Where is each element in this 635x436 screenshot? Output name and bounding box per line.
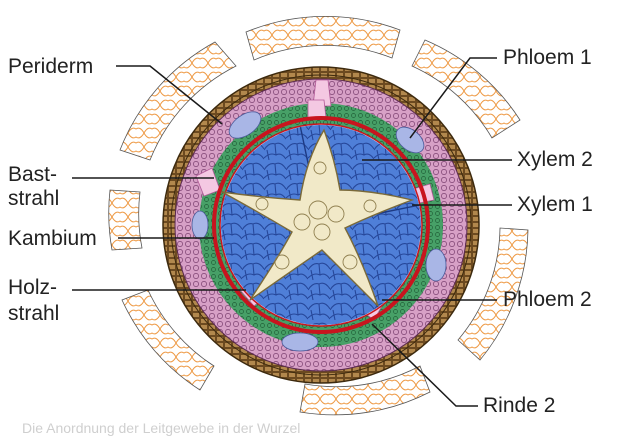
label-holzstrahl-2: strahl — [8, 302, 60, 325]
figure-caption: Die Anordnung der Leitgewebe in der Wurz… — [22, 420, 301, 436]
label-baststrahl-1: Bast- — [8, 163, 58, 186]
label-xylem2: Xylem 2 — [517, 148, 593, 171]
label-rinde2: Rinde 2 — [483, 394, 556, 417]
label-phloem1: Phloem 1 — [503, 46, 592, 69]
leader-lines — [72, 57, 512, 407]
label-holzstrahl-1: Holz- — [8, 276, 58, 299]
phloem1-pockets — [191, 111, 447, 352]
xylem1-star — [221, 128, 415, 307]
label-kambium: Kambium — [8, 227, 97, 250]
leader-periderm — [116, 65, 223, 125]
label-baststrahl-2: strahl — [8, 187, 60, 210]
outer-cortex-fragments — [108, 15, 529, 416]
leader-phloem1 — [409, 57, 497, 139]
label-xylem1: Xylem 1 — [517, 193, 593, 216]
kambium-ring — [212, 116, 430, 334]
label-phloem2: Phloem 2 — [503, 288, 592, 311]
leader-rinde2 — [371, 323, 478, 407]
label-periderm: Periderm — [8, 55, 94, 78]
